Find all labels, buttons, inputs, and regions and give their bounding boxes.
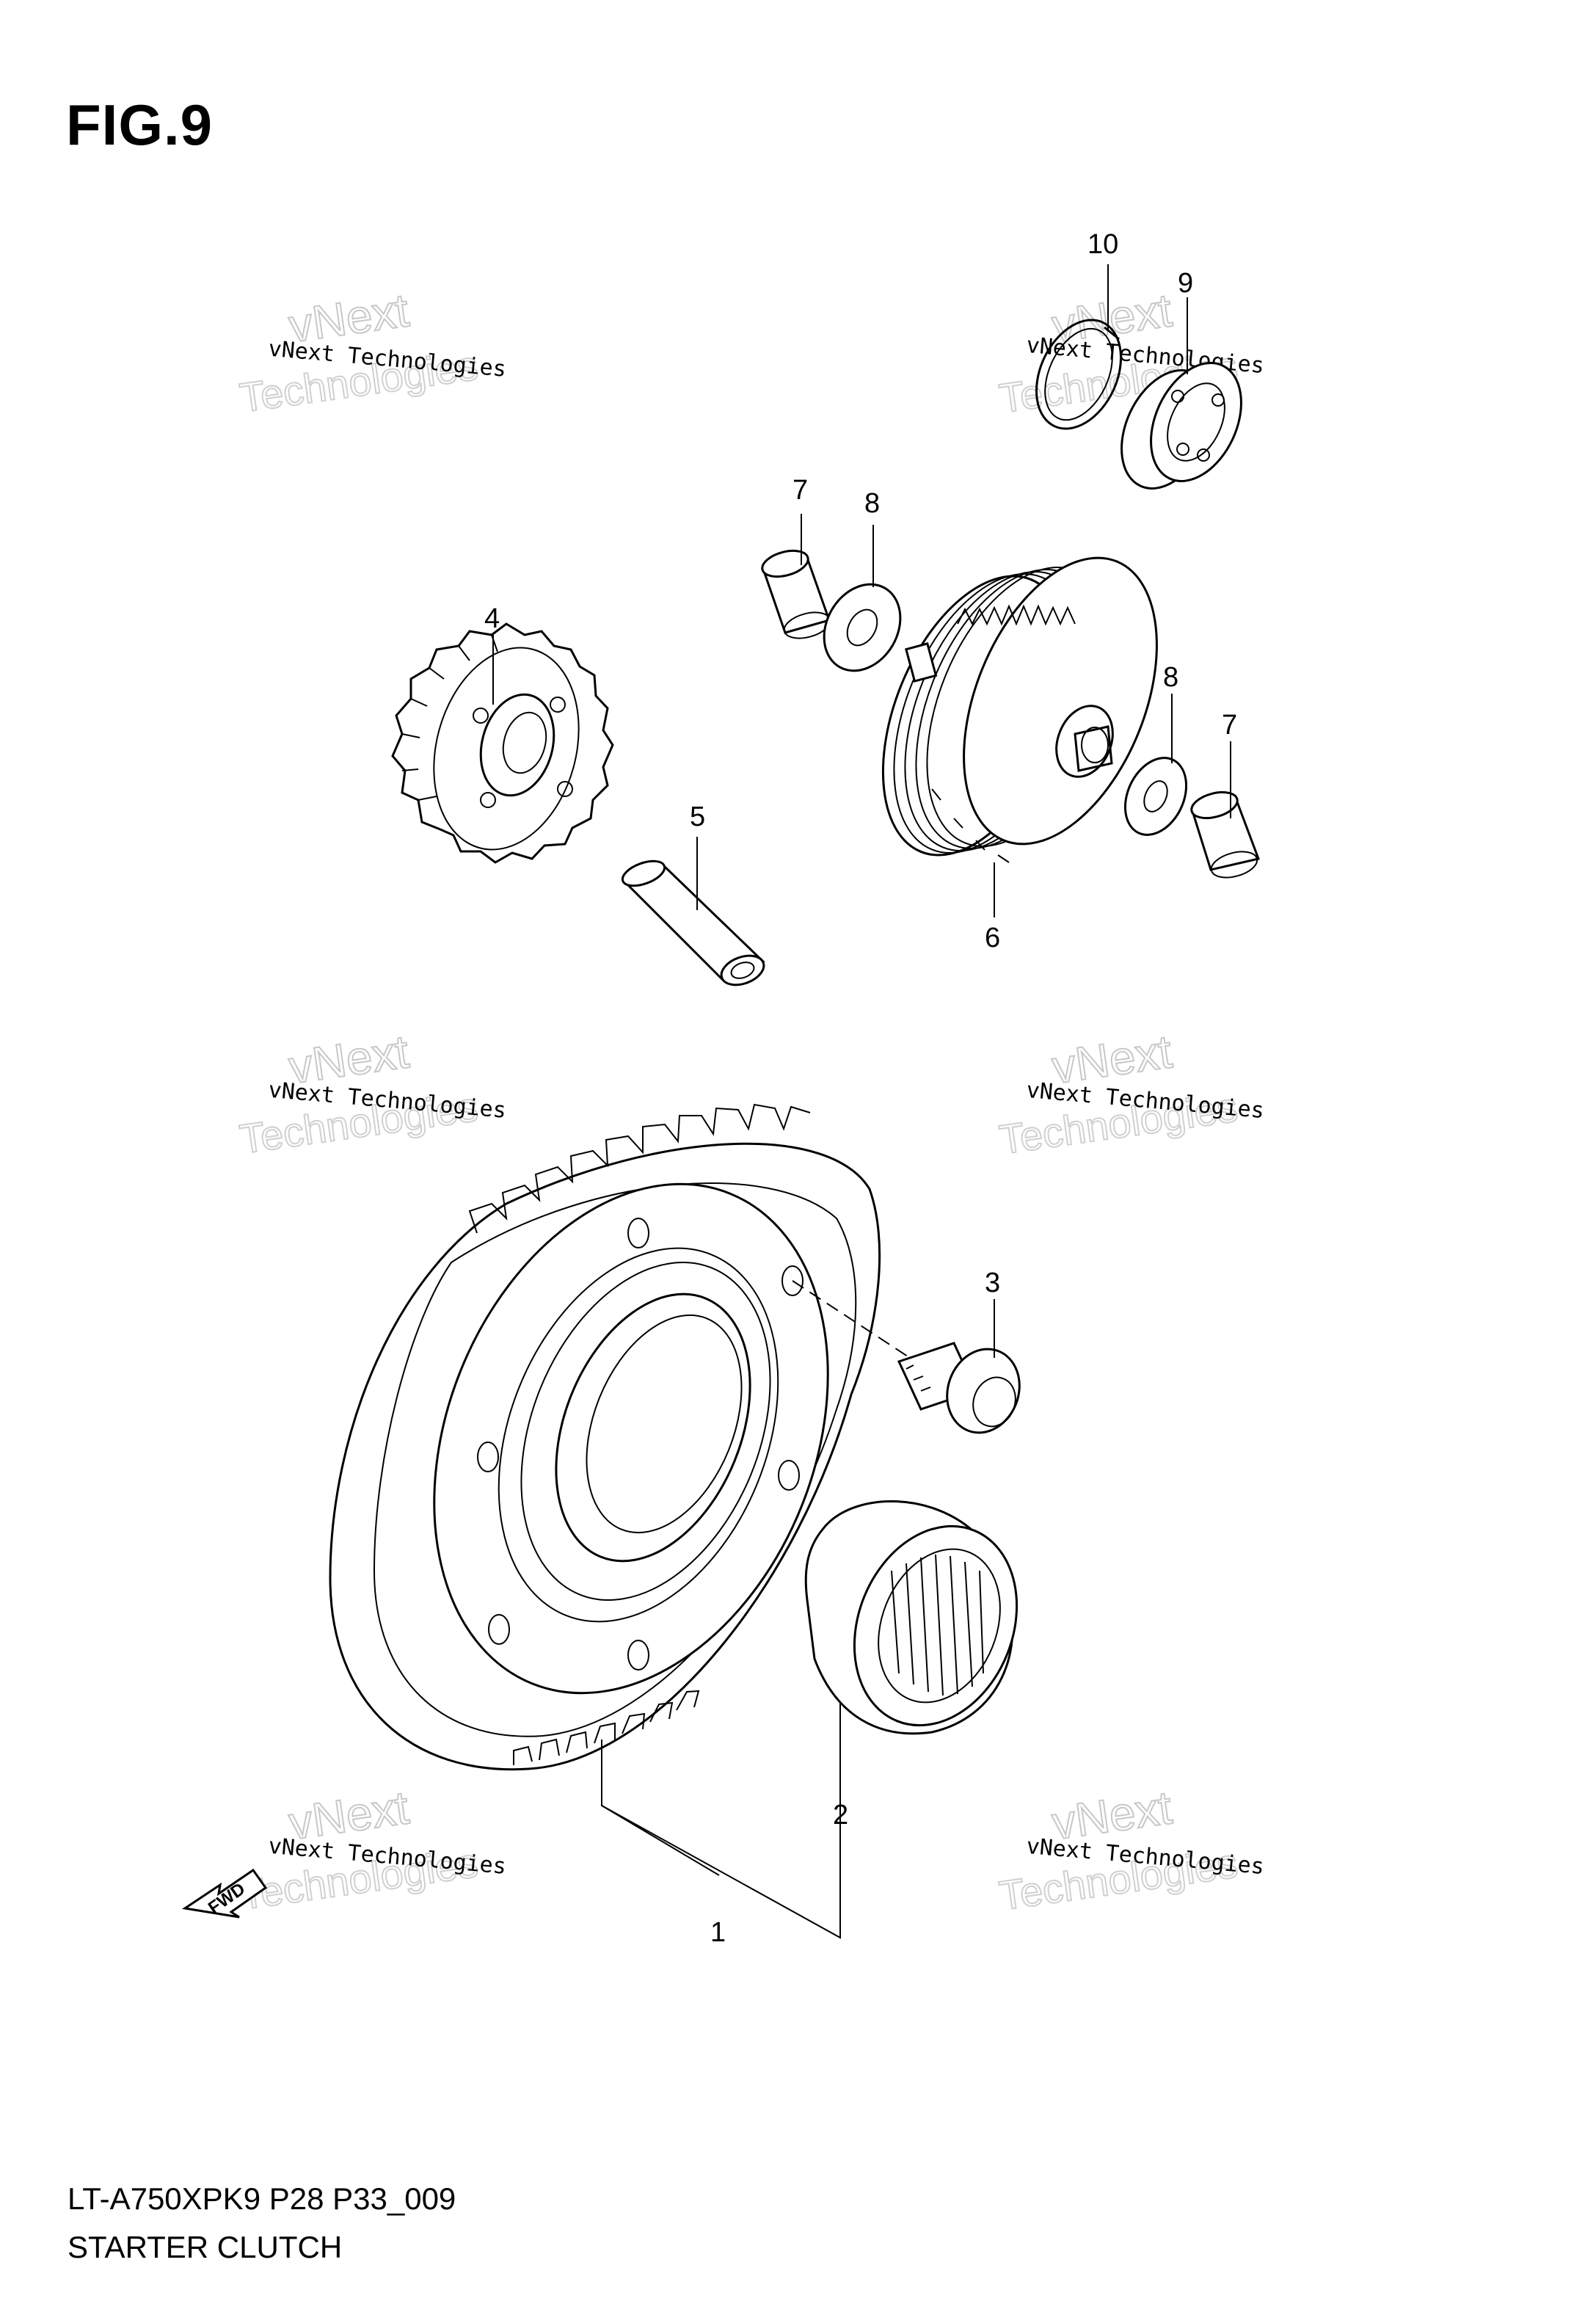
callout-7-lower: 7 <box>1222 710 1237 741</box>
callout-2: 2 <box>833 1800 848 1831</box>
callout-3: 3 <box>985 1268 1000 1298</box>
model-code: LT-A750XPK9 P28 P33_009 <box>68 2181 456 2216</box>
callout-8-upper: 8 <box>864 488 880 519</box>
callout-7-upper: 7 <box>792 475 808 506</box>
part-starter-clutch-assembly <box>329 1103 881 1771</box>
callout-4: 4 <box>484 603 500 634</box>
section-name: STARTER CLUTCH <box>68 2230 343 2264</box>
part-shaft <box>621 859 765 986</box>
callout-10: 10 <box>1087 229 1118 260</box>
part-circlip <box>1035 319 1123 430</box>
part-idle-gear <box>391 622 614 864</box>
part-bolt <box>897 1342 1021 1434</box>
part-clutch-gear <box>881 556 1158 863</box>
callout-1: 1 <box>710 1917 726 1948</box>
part-washer-upper <box>823 583 902 672</box>
leader-lines <box>492 264 1231 1939</box>
callout-5: 5 <box>690 801 705 832</box>
callout-6: 6 <box>985 923 1000 953</box>
part-bushing-lower <box>1190 790 1261 879</box>
part-bearing <box>1121 362 1242 490</box>
callout-8-lower: 8 <box>1163 662 1178 693</box>
callout-9: 9 <box>1178 268 1193 299</box>
figure-title: FIG.9 <box>66 92 214 157</box>
alignment-line <box>792 1280 911 1359</box>
part-washer-lower <box>1123 757 1188 836</box>
callout-numbers: 10 9 7 8 4 5 8 7 6 3 2 1 <box>484 229 1237 1948</box>
part-one-way-clutch <box>804 1499 1019 1735</box>
part-bushing-upper <box>761 549 831 639</box>
